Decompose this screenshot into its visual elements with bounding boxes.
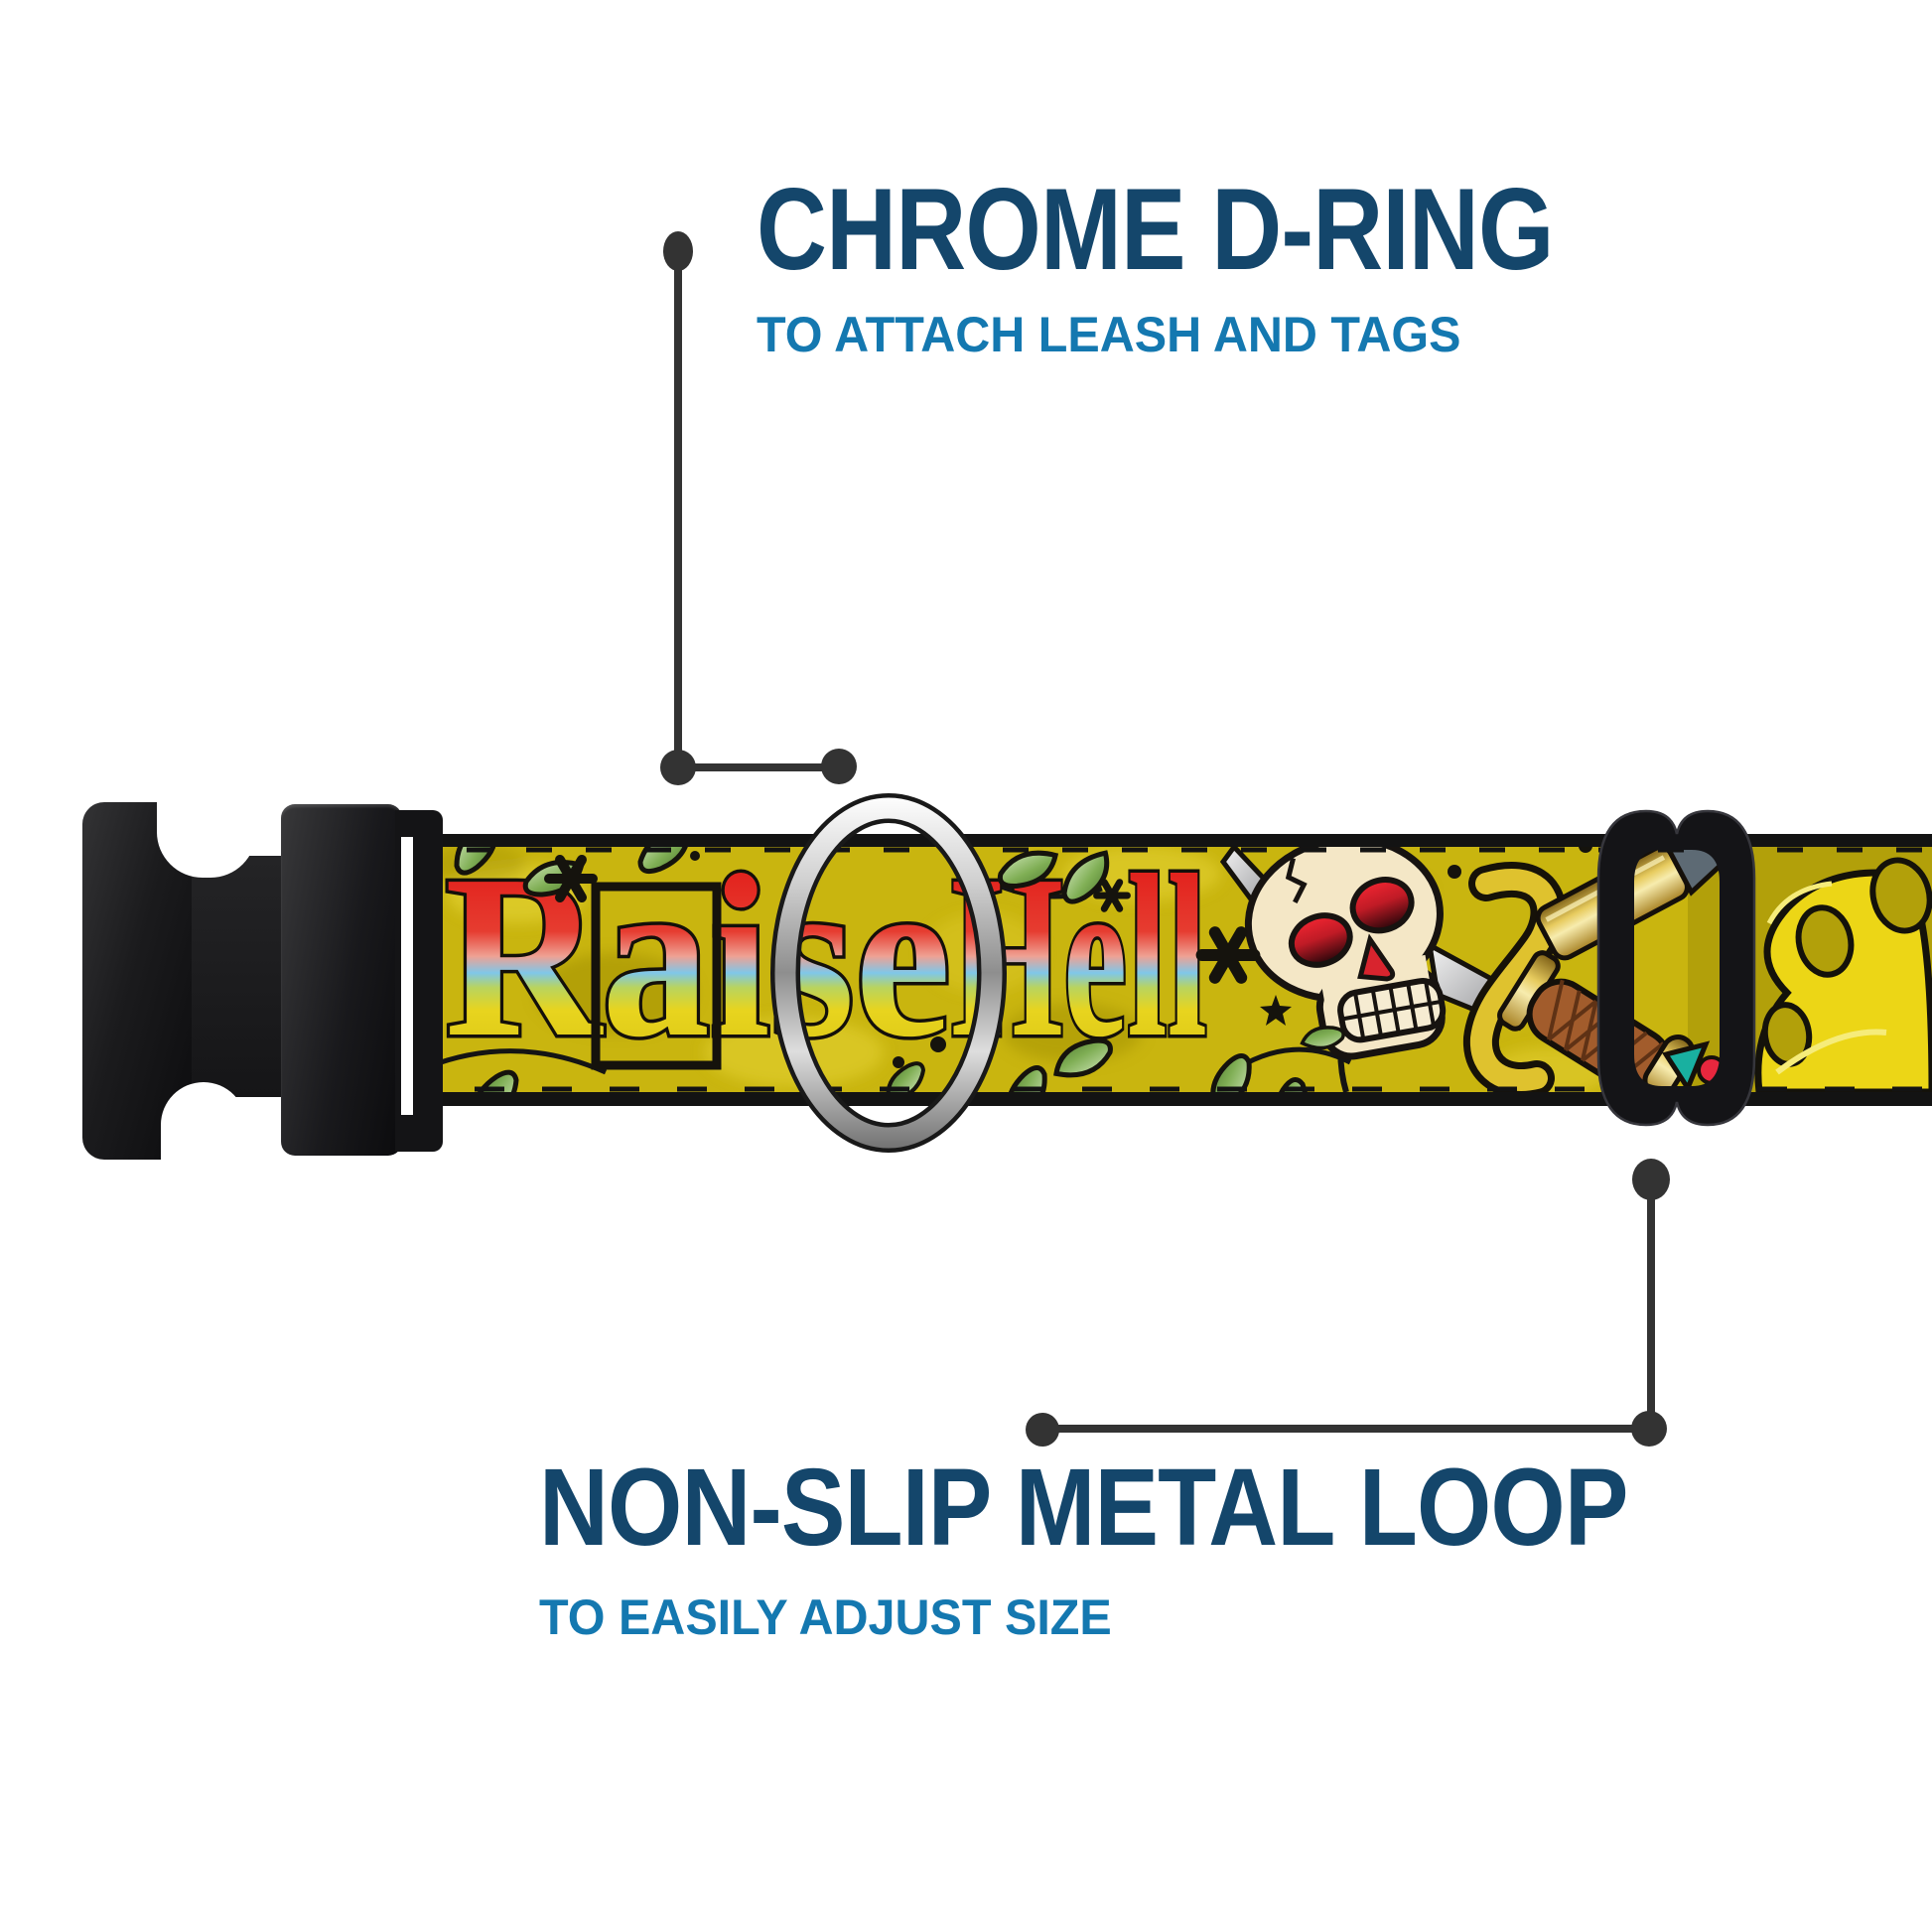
callout-top-pointer-dot <box>821 749 857 784</box>
callout-bottom-pointer-dot <box>1026 1413 1059 1447</box>
slider-loop-icon <box>1596 809 1756 1127</box>
callout-top-horizontal-line <box>678 763 839 771</box>
buckle-slot <box>401 837 413 1115</box>
callout-bottom-subtitle: TO EASILY ADJUST SIZE <box>539 1589 1112 1645</box>
buckle-neck <box>192 856 291 1097</box>
blob-pattern <box>1754 857 1932 1096</box>
buckle-housing <box>281 804 402 1156</box>
callout-top-vertical-line <box>674 260 682 767</box>
callout-top-title: CHROME D-RING <box>757 164 1554 294</box>
webbing: Raise Hell <box>407 827 1932 1106</box>
callout-bottom-vertical-line <box>1647 1189 1655 1429</box>
d-ring-icon <box>770 793 1007 1153</box>
callout-top-subtitle: TO ATTACH LEASH AND TAGS <box>757 307 1461 362</box>
letter-frame <box>591 882 722 1070</box>
webbing-word-raise: Raise <box>445 827 951 1085</box>
ribbon-icon <box>1462 862 1567 1098</box>
callout-bottom-title: NON-SLIP METAL LOOP <box>539 1447 1628 1569</box>
buckle-bottom-notch <box>161 1082 246 1162</box>
buckle-top-notch <box>157 794 256 878</box>
callout-bottom-horizontal-line <box>1042 1425 1649 1433</box>
